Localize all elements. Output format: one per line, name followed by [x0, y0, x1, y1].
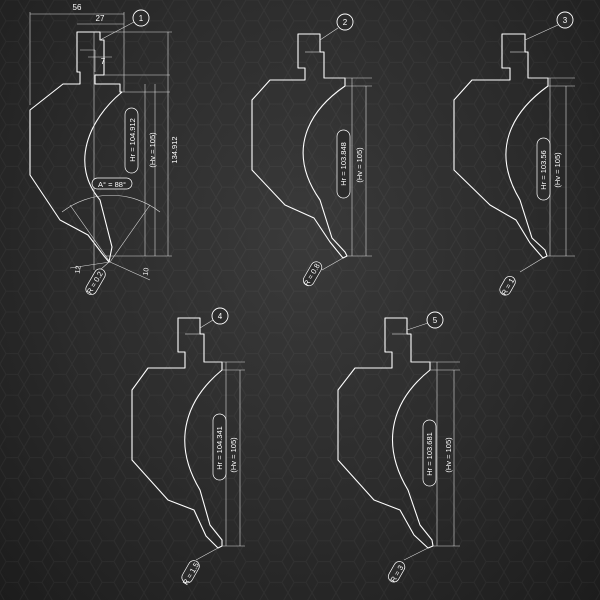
- hr-label-3: Hr = 103.56: [539, 150, 548, 189]
- dim-tang-width: 7: [101, 57, 106, 66]
- callout-number-5: 5: [433, 316, 438, 325]
- hr-label-5: Hr = 103.681: [425, 432, 434, 476]
- hr-label-1: Hr = 104.912: [128, 118, 137, 162]
- callout-number-4: 4: [218, 312, 223, 321]
- hv-label-2: (Hv = 105): [355, 147, 364, 183]
- punch-tool-5: Hr = 103.681 (Hv = 105) R = 3 5: [337, 311, 460, 584]
- punch-outline-1: [29, 31, 123, 263]
- hv-label-1: (Hv = 105): [148, 132, 157, 168]
- angle-label: A° = 88°: [98, 180, 126, 189]
- punch-outline-4: [131, 317, 223, 549]
- punch-tool-1: 56 27 7 Hr = 104.912 (Hv = 105) 134.912 …: [29, 3, 179, 296]
- punch-tool-3: Hr = 103.56 (Hv = 105) R = 1 3: [453, 11, 575, 297]
- callout-number-2: 2: [343, 18, 348, 27]
- punch-outline-2: [251, 33, 348, 259]
- hv-label-4: (Hv = 105): [229, 437, 238, 473]
- hv-label-5: (Hv = 105): [444, 437, 453, 473]
- dim-width: 56: [73, 3, 82, 12]
- hr-label-4: Hr = 104.341: [215, 426, 224, 470]
- hv-label-3: (Hv = 105): [553, 152, 562, 188]
- punch-outline-3: [453, 33, 549, 259]
- callout-number-3: 3: [563, 16, 568, 25]
- dim-total-height: 134.912: [170, 136, 179, 163]
- hr-label-2: Hr = 103.848: [339, 142, 348, 186]
- dim-tang-offset: 27: [96, 14, 105, 23]
- dim-tip-offset: 12: [74, 265, 82, 274]
- dim-tip-width: 10: [142, 267, 150, 276]
- punch-outline-5: [337, 317, 434, 549]
- callout-number-1: 1: [139, 14, 144, 23]
